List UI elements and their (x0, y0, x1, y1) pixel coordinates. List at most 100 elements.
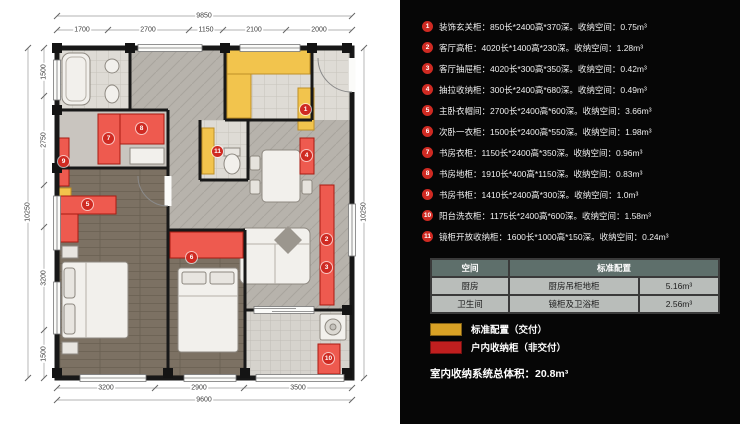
item-text: 书房地柜：1910长*400高*1150深。收纳空间：0.83m³ (439, 168, 643, 179)
dim-bottom-seg: 2900 (190, 384, 208, 392)
rug (274, 226, 302, 254)
storage-item-list: 1 装饰玄关柜：850长*2400高*370深。收纳空间：0.75m³ 2 客厅高柜… (422, 16, 730, 247)
total-volume: 室内收纳系统总体积：20.8m³ (430, 368, 569, 380)
storage-item-1: 1 装饰玄关柜：850长*2400高*370深。收纳空间：0.75m³ (422, 16, 730, 37)
toilet-2 (223, 153, 241, 175)
dim-right-total: 10250 (360, 201, 368, 223)
door-arcs (137, 57, 356, 207)
item-number-badge: 4 (422, 84, 433, 95)
dim-left-seg: 1500 (40, 345, 48, 363)
master-closet-b (59, 213, 79, 243)
windows (53, 44, 356, 382)
plan-marker-11: 11 (212, 146, 223, 157)
entry-door-opening (348, 58, 356, 92)
dim-left-total: 10250 (24, 201, 32, 223)
storage-item-3: 3 客厅抽屉柜：4020长*300高*350深。收纳空间：0.42m³ (422, 58, 730, 79)
basin (104, 58, 120, 74)
cell-volume: 5.16m³ (639, 277, 719, 295)
floor-plan: 9850 1700 2700 1150 2100 2000 10250 1500… (24, 12, 368, 404)
item-text: 抽拉收纳柜：300长*2400高*680深。收纳空间：0.49m³ (439, 84, 647, 95)
item-text: 书房衣柜：1150长*2400高*350深。收纳空间：0.96m³ (439, 147, 643, 158)
item-text: 次卧一衣柜：1500长*2400高*550深。收纳空间：1.98m³ (439, 126, 652, 137)
header-space: 空间 (431, 259, 509, 277)
item-text: 客厅抽屉柜：4020长*300高*350深。收纳空间：0.42m³ (439, 63, 647, 74)
dim-top-seg: 2000 (310, 26, 328, 34)
legend-panel: 1 装饰玄关柜：850长*2400高*370深。收纳空间：0.75m³ 2 客厅高柜… (400, 0, 740, 424)
dim-left-seg: 1500 (40, 63, 48, 81)
item-number-badge: 3 (422, 63, 433, 74)
dim-bottom-seg: 3500 (289, 384, 307, 392)
wall-pillars (52, 43, 352, 378)
dim-top-seg: 2700 (139, 26, 157, 34)
cell-config: 镜柜及卫浴柜 (509, 295, 639, 313)
item-number-badge: 7 (422, 147, 433, 158)
plan-marker-9: 9 (58, 156, 69, 167)
storage-item-11: 11 镜柜开放收纳柜：1600长*1000高*150深。收纳空间：0.24m³ (422, 226, 730, 247)
key-row-storage: 户内收纳柜（非交付） (430, 338, 566, 356)
cell-volume: 2.56m³ (639, 295, 719, 313)
master-bed (61, 261, 129, 339)
storage-item-9: 9 书房书柜：1410长*2400高*300深。收纳空间：1.0m³ (422, 184, 730, 205)
item-text: 装饰玄关柜：850长*2400高*370深。收纳空间：0.75m³ (439, 21, 647, 32)
red-swatch (430, 340, 462, 354)
dining-table (261, 149, 301, 203)
dim-top-seg: 1700 (73, 26, 91, 34)
dim-bottom-total: 9600 (195, 396, 213, 404)
plan-marker-6: 6 (186, 252, 197, 263)
dim-left-seg: 3200 (40, 269, 48, 287)
dim-left-seg: 2750 (40, 131, 48, 149)
plan-marker-5: 5 (82, 199, 93, 210)
item-number-badge: 10 (422, 210, 433, 221)
plan-marker-1: 1 (300, 104, 311, 115)
master-door-arc (137, 175, 169, 207)
dim-top-seg: 2100 (245, 26, 263, 34)
item-number-badge: 9 (422, 189, 433, 200)
item-text: 主卧衣帽间：2700长*2400高*600深。收纳空间：3.66m³ (439, 105, 652, 116)
key-row-standard: 标准配置（交付） (430, 320, 566, 338)
storage-item-10: 10 阳台洗衣柜：1175长*2400高*600深。收纳空间：1.58m³ (422, 205, 730, 226)
item-text: 书房书柜：1410长*2400高*300深。收纳空间：1.0m³ (439, 189, 639, 200)
dim-top-seg: 1150 (197, 26, 215, 34)
item-text: 镜柜开放收纳柜：1600长*1000高*150深。收纳空间：0.24m³ (439, 231, 669, 242)
plan-marker-7: 7 (103, 133, 114, 144)
cell-space: 卫生间 (431, 295, 509, 313)
second-wardrobe (169, 231, 244, 259)
second-bed (177, 267, 239, 353)
plan-marker-4: 4 (301, 150, 312, 161)
master-door-opening (164, 176, 172, 206)
cell-space: 厨房 (431, 277, 509, 295)
item-number-badge: 2 (422, 42, 433, 53)
kitchen-counter-side (226, 73, 252, 119)
toilet (104, 84, 120, 104)
floor-plan-drawing (24, 12, 368, 404)
item-number-badge: 8 (422, 168, 433, 179)
key-label: 标准配置（交付） (471, 325, 548, 336)
header-standard-config: 标准配置 (509, 259, 719, 277)
desk (129, 147, 165, 165)
item-text: 客厅高柜：4020长*1400高*230深。收纳空间：1.28m³ (439, 42, 644, 53)
key-label: 户内收纳柜（非交付） (471, 343, 567, 354)
standard-config-table: 空间 标准配置 厨房 厨房吊柜地柜 5.16m³ 卫生间 镜柜及卫浴柜 2.56… (430, 258, 720, 314)
dim-top-total: 9850 (195, 12, 213, 20)
cell-config: 厨房吊柜地柜 (509, 277, 639, 295)
item-number-badge: 11 (422, 231, 433, 242)
item-number-badge: 1 (422, 21, 433, 32)
storage-item-5: 5 主卧衣帽间：2700长*2400高*600深。收纳空间：3.66m³ (422, 100, 730, 121)
plan-marker-3: 3 (321, 262, 332, 273)
storage-item-4: 4 抽拉收纳柜：300长*2400高*680深。收纳空间：0.49m³ (422, 79, 730, 100)
storage-item-7: 7 书房衣柜：1150长*2400高*350深。收纳空间：0.96m³ (422, 142, 730, 163)
yellow-swatch (430, 322, 462, 336)
bathtub (61, 52, 91, 106)
color-key: 标准配置（交付） 户内收纳柜（非交付） (430, 320, 566, 356)
item-text: 阳台洗衣柜：1175长*2400高*600深。收纳空间：1.58m³ (439, 210, 651, 221)
storage-item-8: 8 书房地柜：1910长*400高*1150深。收纳空间：0.83m³ (422, 163, 730, 184)
living-tall-cabinet (319, 184, 335, 306)
plan-marker-2: 2 (321, 234, 332, 245)
plan-marker-8: 8 (136, 123, 147, 134)
plan-marker-10: 10 (323, 353, 334, 364)
entry-door-arc (317, 57, 353, 93)
item-number-badge: 5 (422, 105, 433, 116)
storage-item-2: 2 客厅高柜：4020长*1400高*230深。收纳空间：1.28m³ (422, 37, 730, 58)
